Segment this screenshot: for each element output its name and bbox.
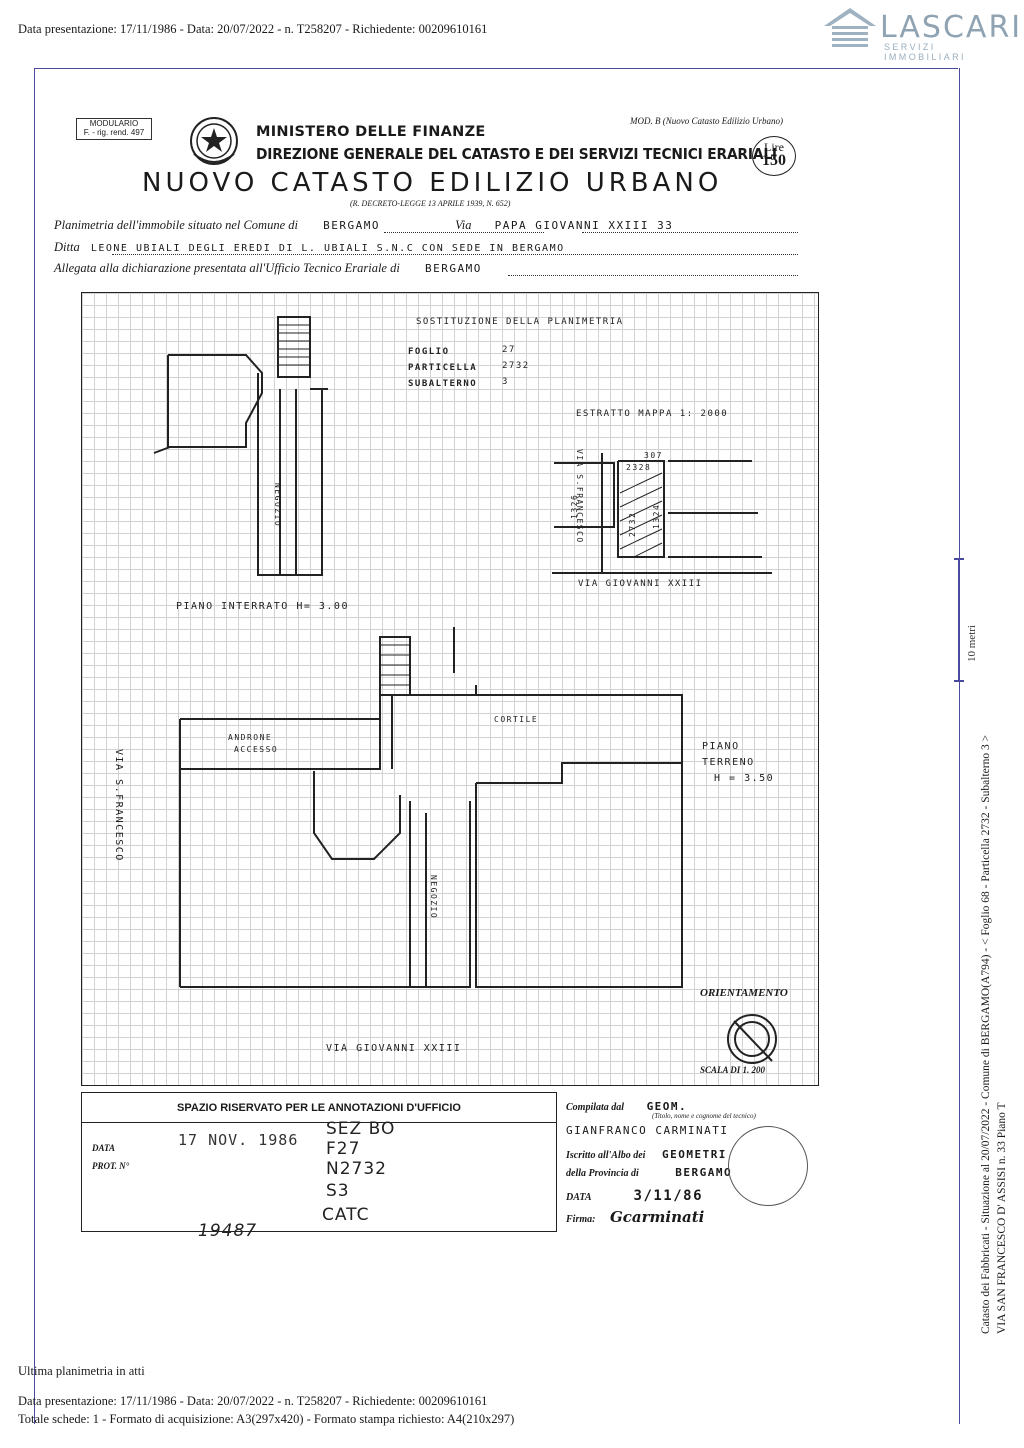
annot-hw-5: CATC (322, 1205, 370, 1225)
lire-stamp: Lire 150 (752, 136, 796, 176)
titolo-note: (Titolo, nome e cognome del tecnico) (652, 1112, 756, 1120)
accesso-label: ACCESSO (234, 745, 279, 754)
map-2328: 2328 (626, 463, 652, 472)
piano-interrato-label: PIANO INTERRATO H= 3.00 (176, 601, 349, 612)
foglio-value: 27 (502, 345, 516, 355)
vertical-info-1: Catasto dei Fabbricati - Situazione al 2… (980, 734, 992, 1334)
row1-via-label: Via (455, 218, 472, 232)
row3-label: Allegata alla dichiarazione presentata a… (54, 261, 400, 275)
logo-name: LASCARI (880, 10, 1023, 45)
lascari-logo: LASCARI SERVIZI IMMOBILIARI (822, 4, 1020, 62)
via-s-francesco-label: VIA S.FRANCESCO (113, 749, 124, 862)
footer-line-2: Totale schede: 1 - Formato di acquisizio… (18, 1412, 515, 1426)
floor-plan: SOSTITUZIONE DELLA PLANIMETRIA FOGLIO 27… (81, 292, 819, 1086)
row1-comune: BERGAMO (323, 219, 380, 232)
map-2732: 2732 (628, 511, 637, 537)
foglio-label: FOGLIO (408, 347, 450, 357)
house-logo-icon (824, 8, 876, 47)
iscritto-value: GEOMETRI (661, 1148, 727, 1161)
row3-value: BERGAMO (424, 262, 482, 275)
annot-prot-label: PROT. N° (92, 1161, 130, 1171)
ministry-title: MINISTERO DELLE FINANZE (256, 124, 486, 140)
scale-bar (958, 560, 960, 680)
map-via-giovanni: VIA GIOVANNI XXIII (578, 579, 703, 589)
map-1324: 1324 (652, 503, 661, 529)
row1-label: Planimetria dell'immobile situato nel Co… (54, 218, 298, 232)
compilata-label: Compilata dal (566, 1102, 625, 1113)
piano-terreno-label: PIANO (702, 741, 740, 752)
vertical-info-2: VIA SAN FRANCESCO D' ASSISI n. 33 Piano … (996, 1102, 1008, 1334)
piano-terreno-label-2: TERRENO (702, 757, 755, 768)
via-giovanni-label: VIA GIOVANNI XXIII (326, 1043, 462, 1054)
geometri-seal-icon (728, 1126, 808, 1206)
floor-plan-drawing (153, 316, 777, 1064)
compiler-row-iscritto: Iscritto all'Albo dei GEOMETRI (566, 1148, 727, 1161)
mod-b-label: MOD. B (Nuovo Catasto Edilizio Urbano) (630, 116, 783, 126)
row1-via: PAPA GIOVANNI XXIII 33 (494, 219, 674, 232)
modulario-label: MODULARIO (89, 119, 139, 128)
provincia-value: BERGAMO (675, 1166, 733, 1179)
compiler-row-data: DATA 3/11/86 (566, 1188, 703, 1204)
compiler-row-1: Compilata dal GEOM. (566, 1100, 687, 1113)
compilata-value: GEOM. (646, 1100, 688, 1113)
negozio-upper-label: NEGOZIO (273, 483, 282, 528)
form-row-ufficio: Allegata alla dichiarazione presentata a… (54, 261, 482, 276)
direction-title: DIREZIONE GENERALE DEL CATASTO E DEI SER… (256, 145, 777, 163)
row2-label: Ditta (54, 240, 80, 254)
footer-line-1: Data presentazione: 17/11/1986 - Data: 2… (18, 1394, 488, 1408)
row2-value: LEONE UBIALI DEGLI EREDI DI L. UBIALI S.… (90, 243, 565, 254)
estratto-label: ESTRATTO MAPPA 1: 2000 (576, 409, 729, 419)
firma-label: Firma: (566, 1214, 596, 1225)
annot-data-stamp: 17 NOV. 1986 (178, 1131, 299, 1149)
logo-tagline: SERVIZI IMMOBILIARI (884, 42, 966, 62)
nceu-title: NUOVO CATASTO EDILIZIO URBANO (142, 168, 723, 198)
form-row-comune: Planimetria dell'immobile situato nel Co… (54, 218, 673, 233)
cortile-label: CORTILE (494, 715, 539, 724)
compass-icon (727, 1014, 777, 1064)
particella-value: 2732 (502, 361, 530, 371)
lire-label: Lire (764, 140, 784, 154)
header-line: Data presentazione: 17/11/1986 - Data: 2… (18, 22, 488, 36)
orientamento-label: ORIENTAMENTO (700, 987, 788, 999)
page-frame (34, 68, 960, 1424)
provincia-label: della Provincia di (566, 1168, 639, 1179)
negozio-lower-label: NEGOZIO (429, 875, 438, 920)
map-1326: 1326 (570, 493, 579, 519)
annot-hw-3: N2732 (326, 1159, 387, 1179)
compiler-name: GIANFRANCO CARMINATI (566, 1124, 729, 1137)
androne-label: ANDRONE (228, 733, 273, 742)
scala-label: SCALA DI 1. 200 (700, 1065, 766, 1075)
annot-data-label: DATA (92, 1143, 116, 1153)
subalterno-label: SUBALTERNO (408, 379, 478, 389)
form-row-ditta: Ditta LEONE UBIALI DEGLI EREDI DI L. UBI… (54, 240, 565, 255)
annot-hw-num: 19487 (198, 1221, 258, 1241)
firma-signature: Gcarminati (609, 1208, 705, 1226)
annotations-box: DATA 17 NOV. 1986 PROT. N° SEZ BO F27 N2… (81, 1119, 557, 1241)
ultima-planimetria: Ultima planimetria in atti (18, 1364, 145, 1378)
map-307: 307 (644, 451, 663, 460)
compiler-data-value: 3/11/86 (633, 1188, 704, 1204)
compiler-row-provincia: della Provincia di BERGAMO (566, 1166, 732, 1179)
annot-hw-1: SEZ BO (326, 1119, 396, 1139)
piano-terreno-height: H = 3.50 (714, 773, 775, 784)
annot-hw-2: F27 (326, 1139, 361, 1159)
scale-label: 10 metri (966, 625, 978, 662)
page-frame-top (34, 68, 958, 69)
compiler-data-label: DATA (566, 1192, 592, 1203)
compiler-row-firma: Firma: Gcarminati (566, 1208, 704, 1226)
iscritto-label: Iscritto all'Albo dei (566, 1150, 646, 1161)
subalterno-value: 3 (502, 377, 509, 387)
annot-hw-4: S3 (326, 1181, 350, 1201)
modulario-sub: F. - rig. rend. 497 (83, 128, 145, 137)
annotations-title: SPAZIO RISERVATO PER LE ANNOTAZIONI D'UF… (81, 1092, 557, 1123)
republic-emblem-icon (188, 114, 240, 168)
lire-value: 150 (762, 152, 786, 169)
modulario-box: MODULARIO F. - rig. rend. 497 (76, 118, 152, 140)
sostituzione-label: SOSTITUZIONE DELLA PLANIMETRIA (416, 317, 624, 327)
particella-label: PARTICELLA (408, 363, 478, 373)
decree-note: (R. DECRETO-LEGGE 13 APRILE 1939, N. 652… (350, 199, 511, 208)
